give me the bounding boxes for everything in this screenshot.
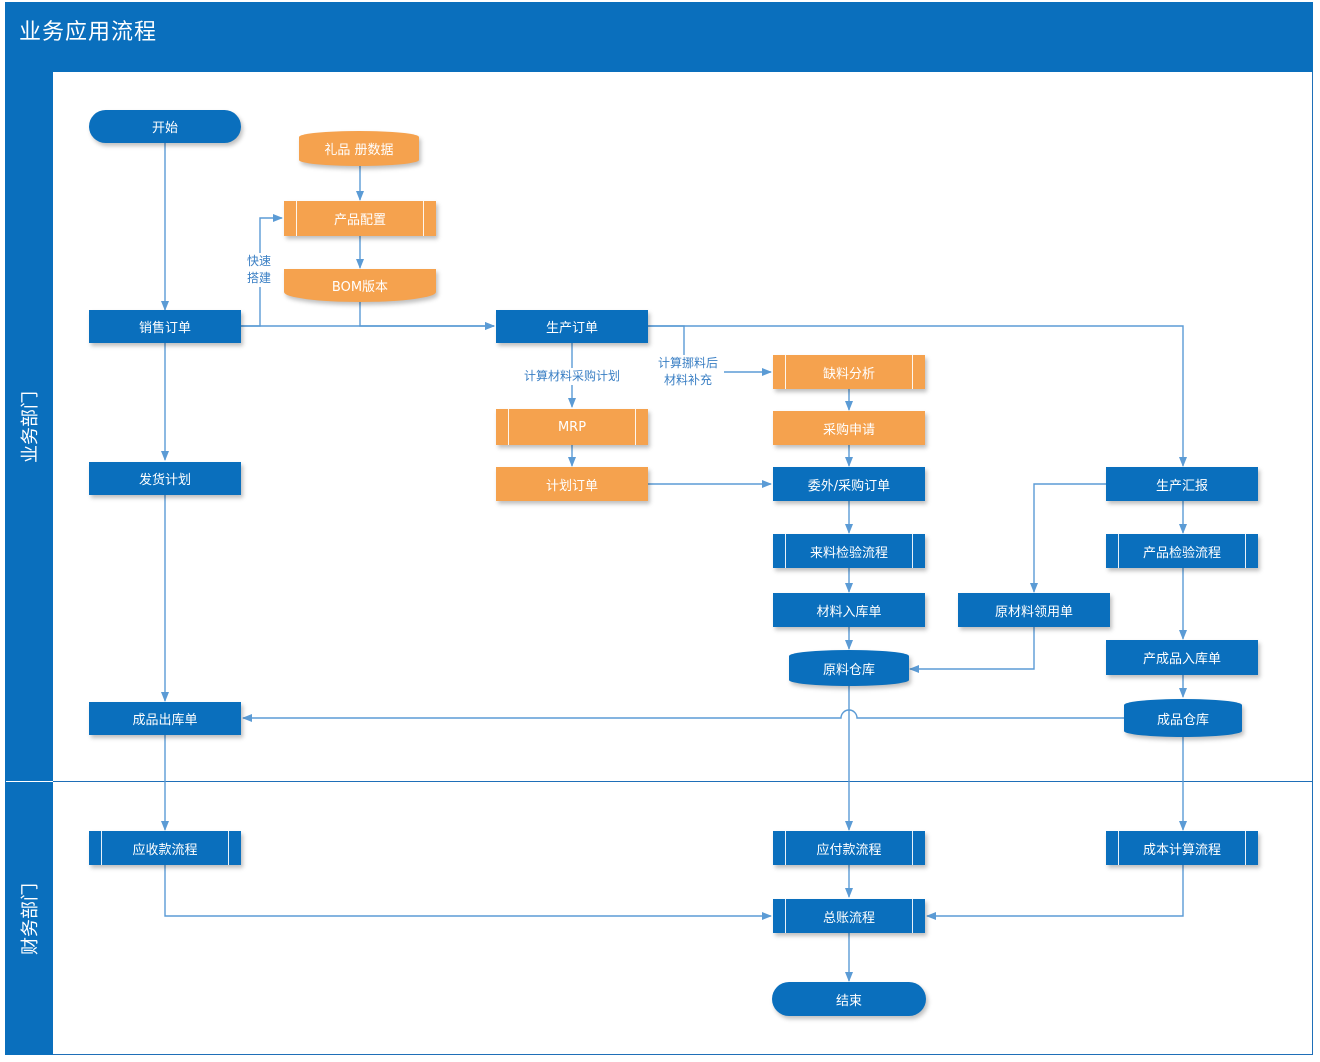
edge-receivable-ledger — [164, 865, 772, 920]
product-store-node[interactable]: 成品仓库 — [1124, 699, 1242, 737]
raw-material-issue-node[interactable]: 原材料领用单 — [958, 593, 1110, 627]
edge-report-issue — [1030, 483, 1106, 593]
general-ledger-node[interactable]: 总账流程 — [773, 899, 925, 933]
product-config-node[interactable]: 产品配置 — [284, 201, 436, 236]
edge-label-quick-build: 快速 搭建 — [243, 253, 275, 287]
mrp-node[interactable]: MRP — [496, 409, 648, 445]
bom-version-doc[interactable]: BOM版本 — [284, 269, 436, 302]
lane-header-finance: 财务部门 — [5, 782, 53, 1055]
start-node[interactable]: 开始 — [89, 110, 241, 143]
outsource-purchase-order-node[interactable]: 委外/采购订单 — [773, 467, 925, 501]
material-store-node[interactable]: 原料仓库 — [789, 650, 909, 686]
material-receipt-node[interactable]: 材料入库单 — [773, 593, 925, 627]
product-inspection-node[interactable]: 产品检验流程 — [1106, 534, 1258, 568]
production-report-node[interactable]: 生产汇报 — [1106, 467, 1258, 501]
spec-data-store[interactable]: 礼品 册数据 — [299, 131, 419, 166]
production-order-node[interactable]: 生产订单 — [496, 310, 648, 343]
cost-calc-node[interactable]: 成本计算流程 — [1106, 831, 1258, 865]
title-bar: 业务应用流程 — [5, 2, 1313, 72]
finished-receipt-node[interactable]: 产成品入库单 — [1106, 640, 1258, 675]
edge-cost-ledger — [926, 865, 1184, 920]
diagram-frame — [5, 2, 1313, 1055]
edge-bom-production — [359, 298, 495, 330]
receivable-node[interactable]: 应收款流程 — [89, 831, 241, 865]
delivery-plan-node[interactable]: 发货计划 — [89, 462, 241, 495]
edge-production-report — [648, 325, 1187, 467]
shortage-analysis-node[interactable]: 缺料分析 — [773, 355, 925, 389]
purchase-request-node[interactable]: 采购申请 — [773, 411, 925, 445]
payable-node[interactable]: 应付款流程 — [773, 831, 925, 865]
plan-order-node[interactable]: 计划订单 — [496, 467, 648, 501]
edge-store-issue — [242, 709, 1124, 722]
finished-issue-node[interactable]: 成品出库单 — [89, 702, 241, 735]
edge-label-calc-after-netting: 计算挪料后 材料补充 — [652, 355, 724, 389]
edge-issue-store — [909, 627, 1035, 673]
page-title: 业务应用流程 — [19, 20, 158, 45]
end-node[interactable]: 结束 — [772, 982, 926, 1016]
incoming-inspection-node[interactable]: 来料检验流程 — [773, 534, 925, 568]
lane-divider — [53, 781, 1313, 782]
sales-order-node[interactable]: 销售订单 — [89, 310, 241, 343]
edge-label-calc-purchase-plan: 计算材料采购计划 — [512, 368, 632, 385]
lane-header-business: 业务部门 — [5, 72, 53, 781]
